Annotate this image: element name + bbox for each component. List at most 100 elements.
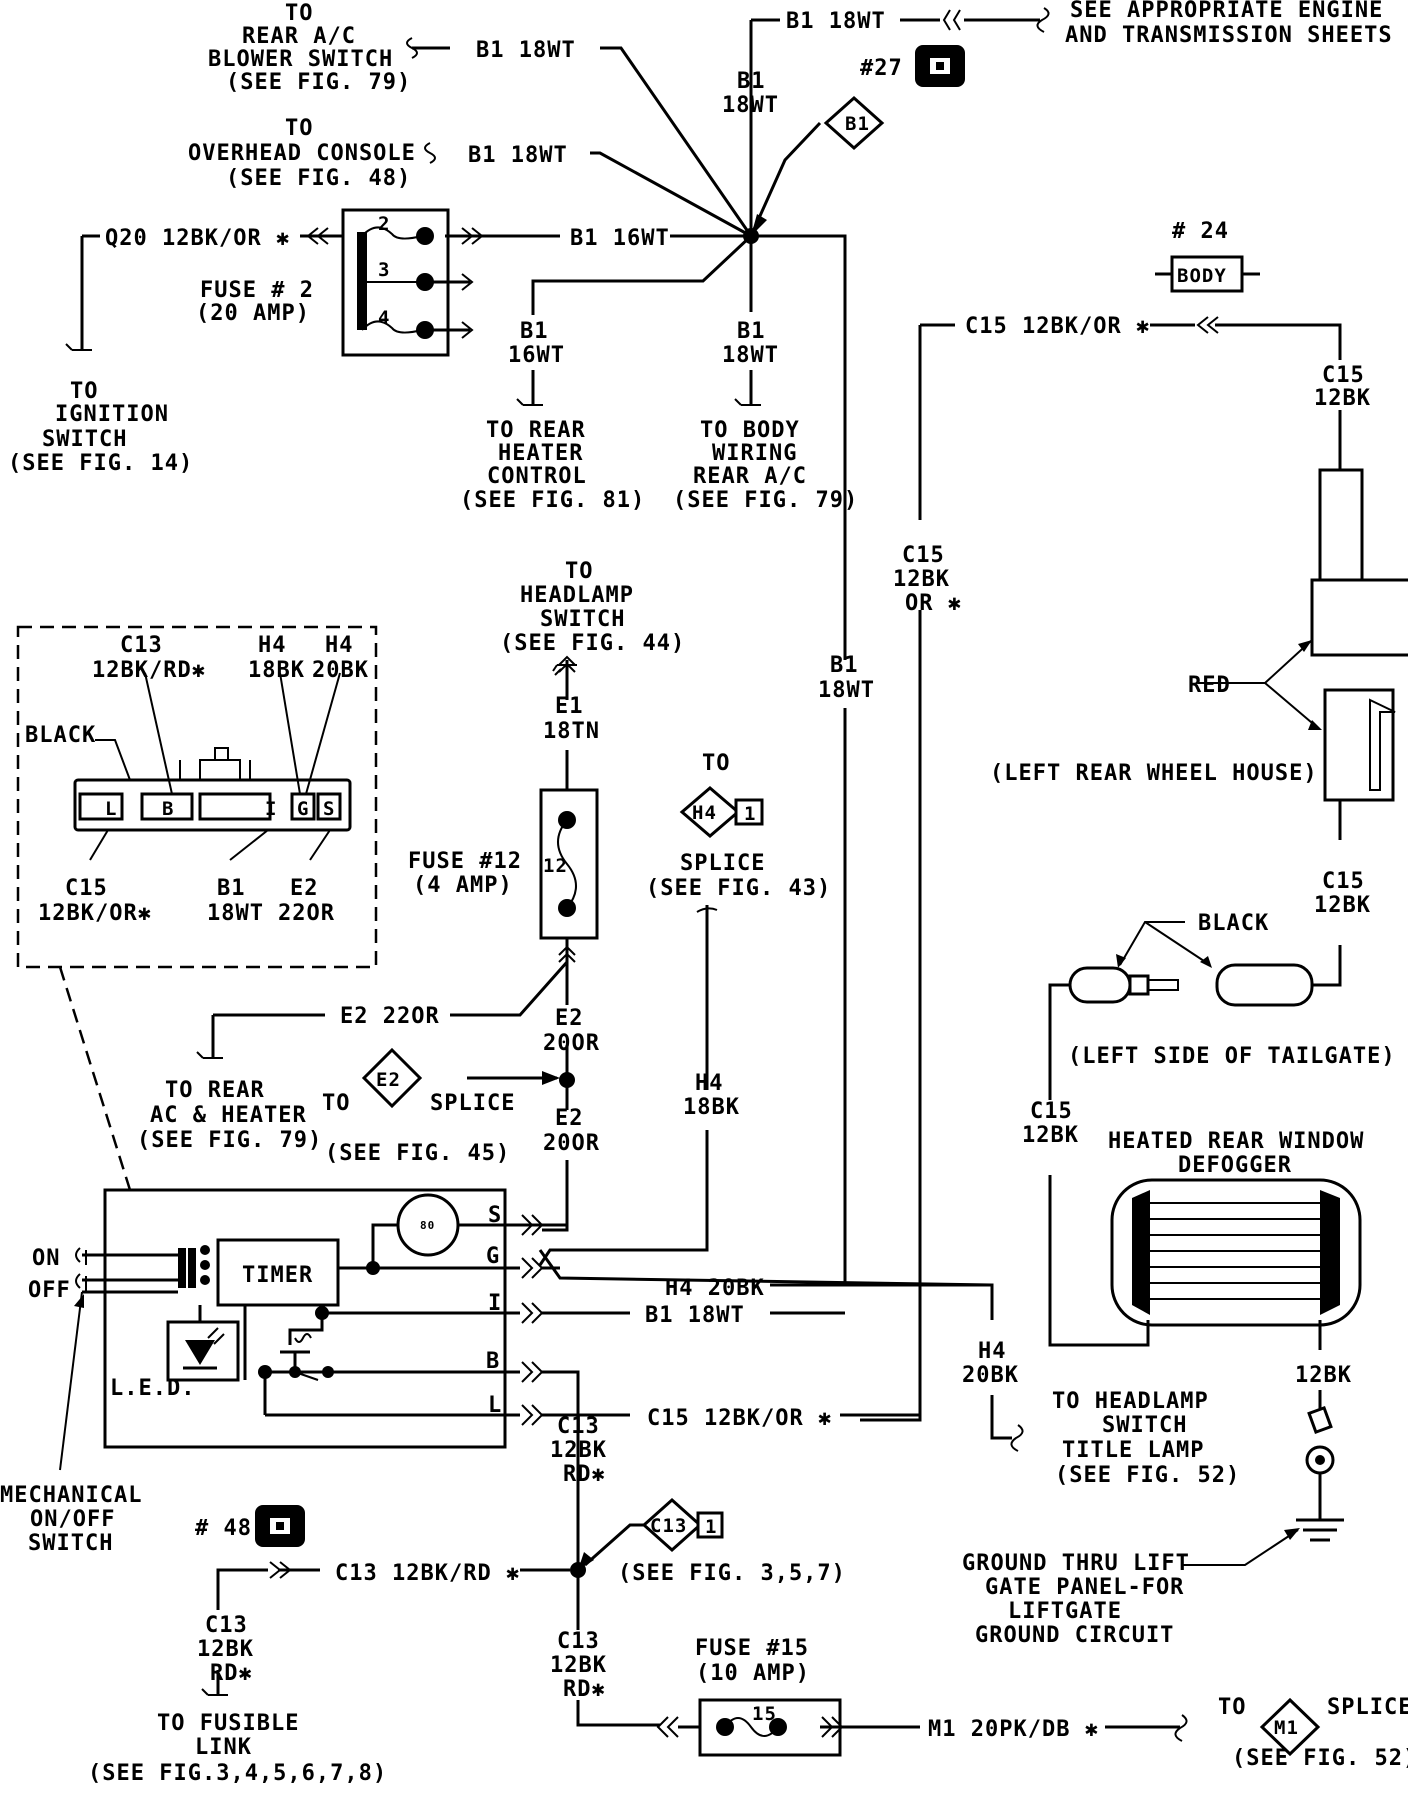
label-c13-flag: 1: [705, 1516, 717, 1538]
label-h4-flag: 1: [744, 803, 756, 825]
junction-arrows: [751, 214, 767, 236]
label-h4-diamond: H4: [692, 802, 717, 824]
label-c13-horiz: C13 12BK/RD ✱: [335, 1561, 520, 1586]
label-conn-black: BLACK: [25, 723, 96, 748]
label-conn-c13-2: 12BK/RD✱: [92, 658, 206, 683]
label-e2-20or-b2: 20OR: [543, 1131, 600, 1156]
label-fuse2-t2: 2: [378, 213, 390, 235]
label-c15-12bk-c1: C15: [1030, 1099, 1073, 1124]
label-rear-ac-to: TO: [285, 1, 314, 26]
label-gnd-3: LIFTGATE: [1008, 1599, 1122, 1624]
label-rear-ac-2: BLOWER SWITCH: [208, 47, 393, 72]
label-red: RED: [1188, 673, 1231, 698]
label-fusible-to: TO FUSIBLE: [157, 1711, 299, 1736]
label-ign-1: IGNITION: [55, 402, 169, 427]
label-ign-3: (SEE FIG. 14): [8, 451, 193, 476]
label-lrwh: (LEFT REAR WHEEL HOUSE): [990, 761, 1318, 786]
label-fuse15-2: (10 AMP): [696, 1661, 810, 1686]
label-rear-heater-to: TO REAR: [165, 1078, 265, 1103]
label-conn-h4a-2: 18BK: [248, 658, 305, 683]
label-b1-vert-1: B1: [737, 69, 766, 94]
label-mech-1: MECHANICAL: [0, 1483, 142, 1508]
label-rear-ac-3: (SEE FIG. 79): [226, 70, 411, 95]
label-e1-1: E1: [555, 694, 584, 719]
label-h4-splice: SPLICE: [680, 851, 765, 876]
label-c13-diamond: C13: [650, 1515, 687, 1537]
label-h4-20bk-v2: 20BK: [962, 1363, 1019, 1388]
timer-module: [59, 1160, 993, 1500]
label-e2-see: (SEE FIG. 45): [325, 1141, 510, 1166]
label-m1-splice: SPLICE: [1327, 1695, 1408, 1720]
label-body-1: WIRING: [712, 441, 797, 466]
label-hl-2: SWITCH: [540, 607, 625, 632]
label-hls-3: (SEE FIG. 52): [1055, 1463, 1240, 1488]
label-top-b1: B1 18WT: [786, 9, 886, 34]
label-b1-mid-2: 18WT: [818, 678, 875, 703]
label-fusible-2: (SEE FIG.3,4,5,6,7,8): [88, 1761, 387, 1786]
label-defogger-2: DEFOGGER: [1178, 1153, 1292, 1178]
splice-diamond-b1: [823, 95, 885, 151]
label-e2-to: TO: [322, 1091, 351, 1116]
label-fuse12-num: 12: [543, 855, 568, 877]
h4-splice: [538, 786, 764, 1266]
label-gnd-1: GROUND THRU LIFT: [962, 1551, 1190, 1576]
label-fusible-1: LINK: [195, 1735, 252, 1760]
label-c13-l2: 12BK: [197, 1637, 254, 1662]
label-conn24-body: BODY: [1177, 265, 1227, 287]
label-c15-12bk-b1: C15: [1322, 869, 1365, 894]
label-mech-2: ON/OFF: [30, 1507, 115, 1532]
label-rear-ac-1: REAR A/C: [242, 24, 356, 49]
label-gnd-2: GATE PANEL-FOR: [985, 1575, 1184, 1600]
e2-splice: [361, 1047, 423, 1109]
label-led: L.E.D.: [110, 1376, 195, 1401]
label-c13-see: (SEE FIG. 3,5,7): [618, 1561, 846, 1586]
label-conn-h4b-2: 20BK: [312, 658, 369, 683]
label-conn-c13: C13: [120, 633, 163, 658]
label-h4-20bk-v1: H4: [978, 1339, 1007, 1364]
tailgate-connectors: [1048, 921, 1314, 1347]
label-m1-diamond: M1: [1274, 1717, 1299, 1739]
label-c15-12bk-b2: 12BK: [1314, 893, 1371, 918]
ground-symbol: [1182, 1325, 1344, 1566]
label-body-2: REAR A/C: [693, 464, 807, 489]
label-pin-G: G: [297, 798, 309, 820]
label-sw-I: I: [488, 1291, 502, 1316]
label-h4-18bk-2: 18BK: [683, 1095, 740, 1120]
label-ovh-wire: B1 18WT: [468, 143, 568, 168]
label-conn-h4b-1: H4: [325, 633, 354, 658]
label-c13-v3: RD✱: [563, 1462, 606, 1487]
connector-27: [915, 45, 965, 87]
label-c13-v2: 12BK: [550, 1438, 607, 1463]
label-see-appropriate-2: AND TRANSMISSION SHEETS: [1065, 23, 1393, 48]
label-ign-to: TO: [70, 379, 99, 404]
label-rear-heater-2: (SEE FIG. 79): [137, 1128, 322, 1153]
c13-circuit: [201, 1497, 724, 1727]
label-m1-to: TO: [1218, 1695, 1247, 1720]
label-mech-3: SWITCH: [28, 1531, 113, 1556]
label-c13-b1: C13: [557, 1629, 600, 1654]
fuse-15: [656, 1697, 1321, 1757]
label-heater-wire-1: B1: [520, 319, 549, 344]
label-fuse12-2: (4 AMP): [413, 873, 513, 898]
label-ovh-2: (SEE FIG. 48): [226, 166, 411, 191]
label-heater-2: CONTROL: [487, 464, 587, 489]
label-splice-b1: B1: [845, 113, 870, 135]
fuse-2-block: [65, 208, 484, 357]
label-c15-vert-3: OR ✱: [905, 591, 962, 616]
label-c15-12bk-c2: 12BK: [1022, 1123, 1079, 1148]
label-m1-see: (SEE FIG. 52): [1232, 1746, 1408, 1771]
label-conn-b1-2: 18WT: [207, 901, 264, 926]
label-gauge: 80: [420, 1219, 435, 1232]
label-h4-20bk: H4 20BK: [665, 1276, 765, 1301]
label-pin-L: L: [105, 798, 117, 820]
label-ovh-to: TO: [285, 116, 314, 141]
label-conn-e2-2: 22OR: [278, 901, 335, 926]
label-c13-b2: 12BK: [550, 1653, 607, 1678]
label-e2-20or-a1: E2: [555, 1006, 584, 1031]
label-see-appropriate-1: SEE APPROPRIATE ENGINE: [1070, 0, 1383, 23]
label-heater-1: HEATER: [498, 441, 583, 466]
label-body-to: TO BODY: [700, 418, 800, 443]
label-fuse12-1: FUSE #12: [408, 849, 522, 874]
label-h4-to: TO: [702, 751, 731, 776]
